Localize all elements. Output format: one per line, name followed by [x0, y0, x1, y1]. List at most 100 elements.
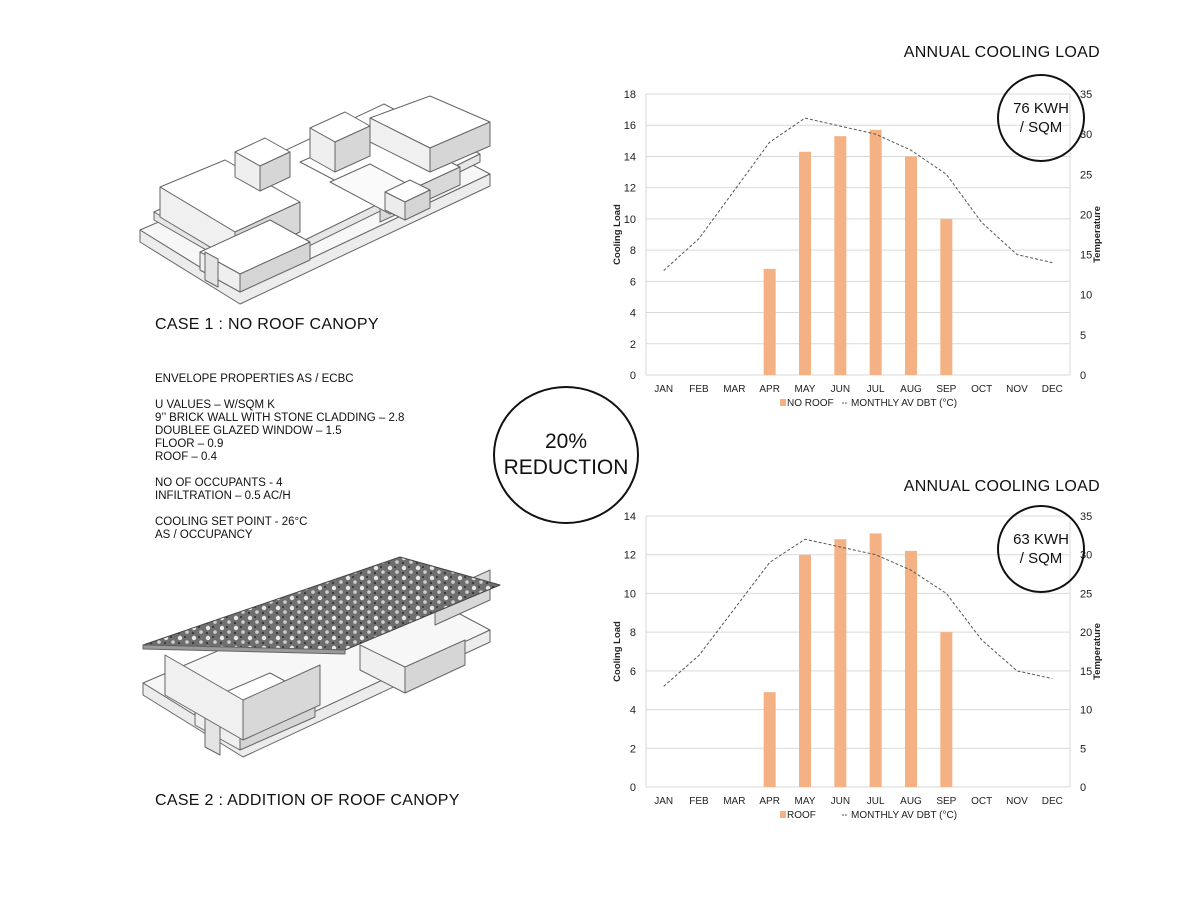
reduction-percent: 20%: [544, 430, 588, 453]
y-tick-label: 6: [630, 666, 636, 678]
y-tick-label: 0: [630, 370, 636, 382]
temperature-line: [663, 538, 1053, 687]
y2-tick-label: 25: [1080, 588, 1092, 600]
y2-axis-label: Temperature: [1092, 206, 1103, 263]
y2-tick-label: 10: [1080, 705, 1092, 717]
y-tick-label: 16: [624, 120, 636, 132]
chart1-badge-line2: / SQM: [1019, 119, 1063, 136]
y-tick-label: 0: [630, 782, 636, 794]
y2-tick-label: 5: [1080, 330, 1086, 342]
y-tick-label: 8: [630, 245, 636, 257]
bar: [763, 268, 776, 375]
property-gap: [155, 503, 404, 516]
bar: [763, 692, 776, 787]
x-tick-label: OCT: [971, 796, 992, 807]
x-tick-label: MAY: [795, 384, 816, 395]
x-tick-label: FEB: [689, 384, 709, 395]
x-tick-label: JAN: [654, 796, 673, 807]
y-tick-label: 12: [624, 183, 636, 195]
y-tick-label: 6: [630, 276, 636, 288]
x-tick-label: JUL: [867, 384, 885, 395]
legend-label-line: MONTHLY AV DBT (°C): [851, 398, 957, 409]
case2-title: CASE 2 : ADDITION OF ROOF CANOPY: [155, 792, 460, 809]
x-tick-label: NOV: [1006, 384, 1028, 395]
x-tick-label: MAR: [723, 796, 745, 807]
y-tick-label: 10: [624, 588, 636, 600]
y-tick-label: 14: [624, 151, 636, 163]
chart1-badge-line1: 76 KWH: [1013, 100, 1069, 117]
y2-tick-label: 20: [1080, 209, 1092, 221]
y-tick-label: 4: [630, 705, 636, 717]
y-axis-label: Cooling Load: [612, 204, 623, 265]
legend-swatch-bar: [780, 399, 786, 406]
bar: [940, 632, 953, 787]
y2-tick-label: 0: [1080, 782, 1086, 794]
property-line: DOUBLEE GLAZED WINDOW – 1.5: [155, 425, 342, 437]
x-tick-label: JAN: [654, 384, 673, 395]
y-tick-label: 14: [624, 511, 636, 523]
y2-tick-label: 35: [1080, 89, 1092, 101]
bar: [834, 539, 847, 787]
bar: [799, 151, 811, 375]
bar: [905, 156, 917, 375]
bar: [940, 218, 953, 375]
legend-label-bar: NO ROOF: [787, 398, 834, 409]
y2-tick-label: 10: [1080, 290, 1092, 302]
y-tick-label: 2: [630, 339, 636, 351]
chart2-title: ANNUAL COOLING LOAD: [903, 478, 1100, 495]
property-gap: [155, 464, 404, 477]
y-axis-label: Cooling Load: [612, 621, 623, 682]
property-line: 9’’ BRICK WALL WITH STONE CLADDING – 2.8: [155, 412, 405, 424]
property-line: ROOF – 0.4: [155, 451, 217, 463]
y2-tick-label: 25: [1080, 169, 1092, 181]
chart1-badge: 76 KWH / SQM: [997, 74, 1085, 162]
x-tick-label: JUN: [831, 384, 850, 395]
y2-tick-label: 15: [1080, 250, 1092, 262]
property-line: INFILTRATION – 0.5 AC/H: [155, 490, 291, 502]
x-tick-label: AUG: [900, 384, 922, 395]
legend-label-bar: ROOF: [787, 810, 816, 821]
legend-label-line: MONTHLY AV DBT (°C): [851, 810, 957, 821]
case1-title: CASE 1 : NO ROOF CANOPY: [155, 316, 379, 333]
x-tick-label: APR: [759, 384, 780, 395]
x-tick-label: MAR: [723, 384, 745, 395]
x-tick-label: AUG: [900, 796, 922, 807]
property-gap: [155, 386, 404, 399]
x-tick-label: FEB: [689, 796, 709, 807]
x-tick-label: DEC: [1042, 384, 1063, 395]
y2-tick-label: 0: [1080, 370, 1086, 382]
bar: [869, 533, 882, 787]
x-tick-label: SEP: [936, 796, 956, 807]
chart1-title: ANNUAL COOLING LOAD: [903, 44, 1100, 61]
bar: [869, 129, 882, 375]
building-illustration-no-canopy: [139, 95, 491, 305]
temperature-line: [663, 117, 1053, 271]
property-line: ENVELOPE PROPERTIES AS / ECBC: [155, 373, 354, 385]
y-tick-label: 8: [630, 627, 636, 639]
y2-tick-label: 20: [1080, 627, 1092, 639]
x-tick-label: JUL: [867, 796, 885, 807]
property-line: NO OF OCCUPANTS - 4: [155, 477, 283, 489]
bar: [905, 550, 917, 787]
bar: [799, 554, 811, 787]
x-tick-label: DEC: [1042, 796, 1063, 807]
property-line: FLOOR – 0.9: [155, 438, 224, 450]
property-line: COOLING SET POINT - 26°C: [155, 516, 308, 528]
x-tick-label: JUN: [831, 796, 850, 807]
reduction-badge: 20% REDUCTION: [493, 386, 639, 524]
x-tick-label: MAY: [795, 796, 816, 807]
x-tick-label: APR: [759, 796, 780, 807]
y-tick-label: 2: [630, 743, 636, 755]
y-tick-label: 12: [624, 550, 636, 562]
chart2-badge-line1: 63 KWH: [1013, 531, 1069, 548]
y2-tick-label: 5: [1080, 743, 1086, 755]
y2-tick-label: 30: [1080, 129, 1092, 141]
property-line: AS / OCCUPANCY: [155, 529, 253, 541]
reduction-label: REDUCTION: [503, 456, 629, 479]
x-tick-label: NOV: [1006, 796, 1028, 807]
building-illustration-with-canopy: [142, 556, 501, 758]
bar: [834, 136, 847, 375]
x-tick-label: SEP: [936, 384, 956, 395]
